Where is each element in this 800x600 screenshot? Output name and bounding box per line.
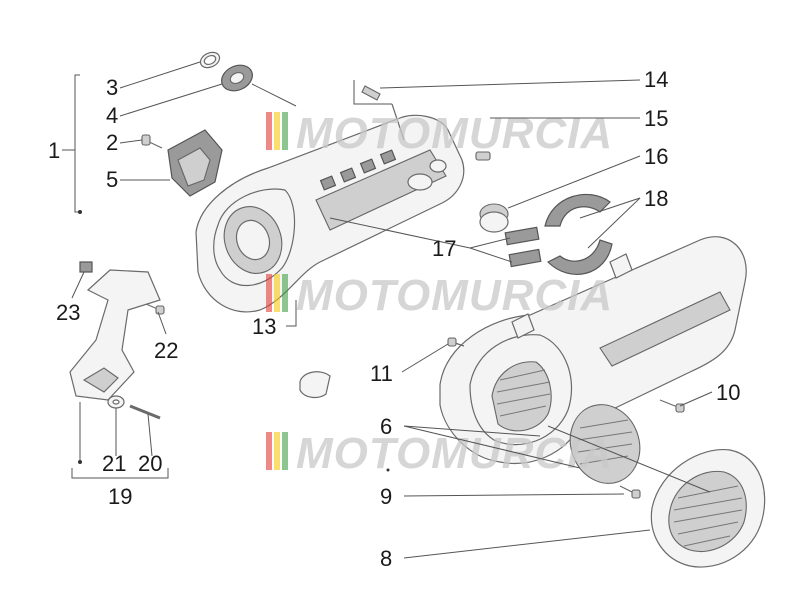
screw-9 (619, 485, 641, 499)
watermark-text: MOTOMURCIA (296, 271, 613, 320)
watermark-text: MOTOMURCIA (296, 109, 613, 158)
watermark-middle: MOTOMURCIA (266, 271, 613, 320)
callout-16: 16 (644, 144, 668, 169)
callout-22: 22 (154, 338, 178, 363)
callout-14: 14 (644, 67, 668, 92)
callout-1: 1 (48, 138, 60, 163)
watermark-top: MOTOMURCIA (266, 109, 613, 158)
callout-13: 13 (252, 314, 276, 339)
watermark-stripe-yellow (274, 112, 280, 150)
bolt-20 (129, 404, 161, 420)
callout-11: 11 (370, 361, 393, 386)
watermark-stripe-red (266, 432, 272, 470)
transmission-cover-front (439, 236, 747, 465)
callout-2: 2 (106, 130, 118, 155)
watermark-stripe-red (266, 112, 272, 150)
watermark-bottom: MOTOMURCIA (266, 429, 613, 478)
seal-18 (544, 193, 613, 275)
circlip-3 (199, 51, 221, 69)
bracket-19 (69, 269, 161, 401)
callout-3: 3 (106, 75, 118, 100)
callout-20: 20 (138, 451, 162, 476)
watermark-stripe-red (266, 274, 272, 312)
screw-2 (141, 134, 163, 149)
callout-5: 5 (106, 167, 118, 192)
callout-4: 4 (106, 103, 118, 128)
callout-labels: 1 3 4 2 5 14 15 16 18 17 13 11 10 6 9 8 … (48, 67, 740, 571)
stud-15 (391, 103, 491, 161)
nut-23 (79, 261, 93, 273)
filter-pad-17 (504, 226, 542, 268)
screw-10 (659, 399, 685, 413)
callout-21: 21 (102, 451, 126, 476)
watermark-stripe-yellow (274, 274, 280, 312)
screw-11 (447, 337, 465, 347)
callout-10: 10 (716, 380, 740, 405)
callout-19: 19 (108, 484, 132, 509)
callout-9: 9 (380, 484, 392, 509)
watermark-stripe-yellow (274, 432, 280, 470)
watermark-stripe-green (282, 432, 288, 470)
washer-21 (107, 395, 125, 409)
callout-8: 8 (380, 546, 392, 571)
callout-23: 23 (56, 300, 80, 325)
watermark-text: MOTOMURCIA (296, 429, 613, 478)
cover-cap-5 (167, 129, 223, 197)
callout-18: 18 (644, 186, 668, 211)
mesh-screen-6 (569, 404, 641, 484)
transmission-cover-13 (195, 114, 465, 313)
callout-17: 17 (432, 236, 456, 261)
bearing-4 (221, 64, 253, 92)
screw-14 (361, 85, 381, 101)
callout-15: 15 (644, 106, 668, 131)
screw-22 (145, 303, 165, 315)
watermark-stripe-green (282, 274, 288, 312)
watermark-stripe-green (282, 112, 288, 150)
hose-clip (299, 371, 331, 399)
bushing-16 (479, 203, 509, 233)
grille-cover-8 (650, 448, 766, 568)
leader-lines (62, 61, 713, 559)
callout-6: 6 (380, 414, 392, 439)
